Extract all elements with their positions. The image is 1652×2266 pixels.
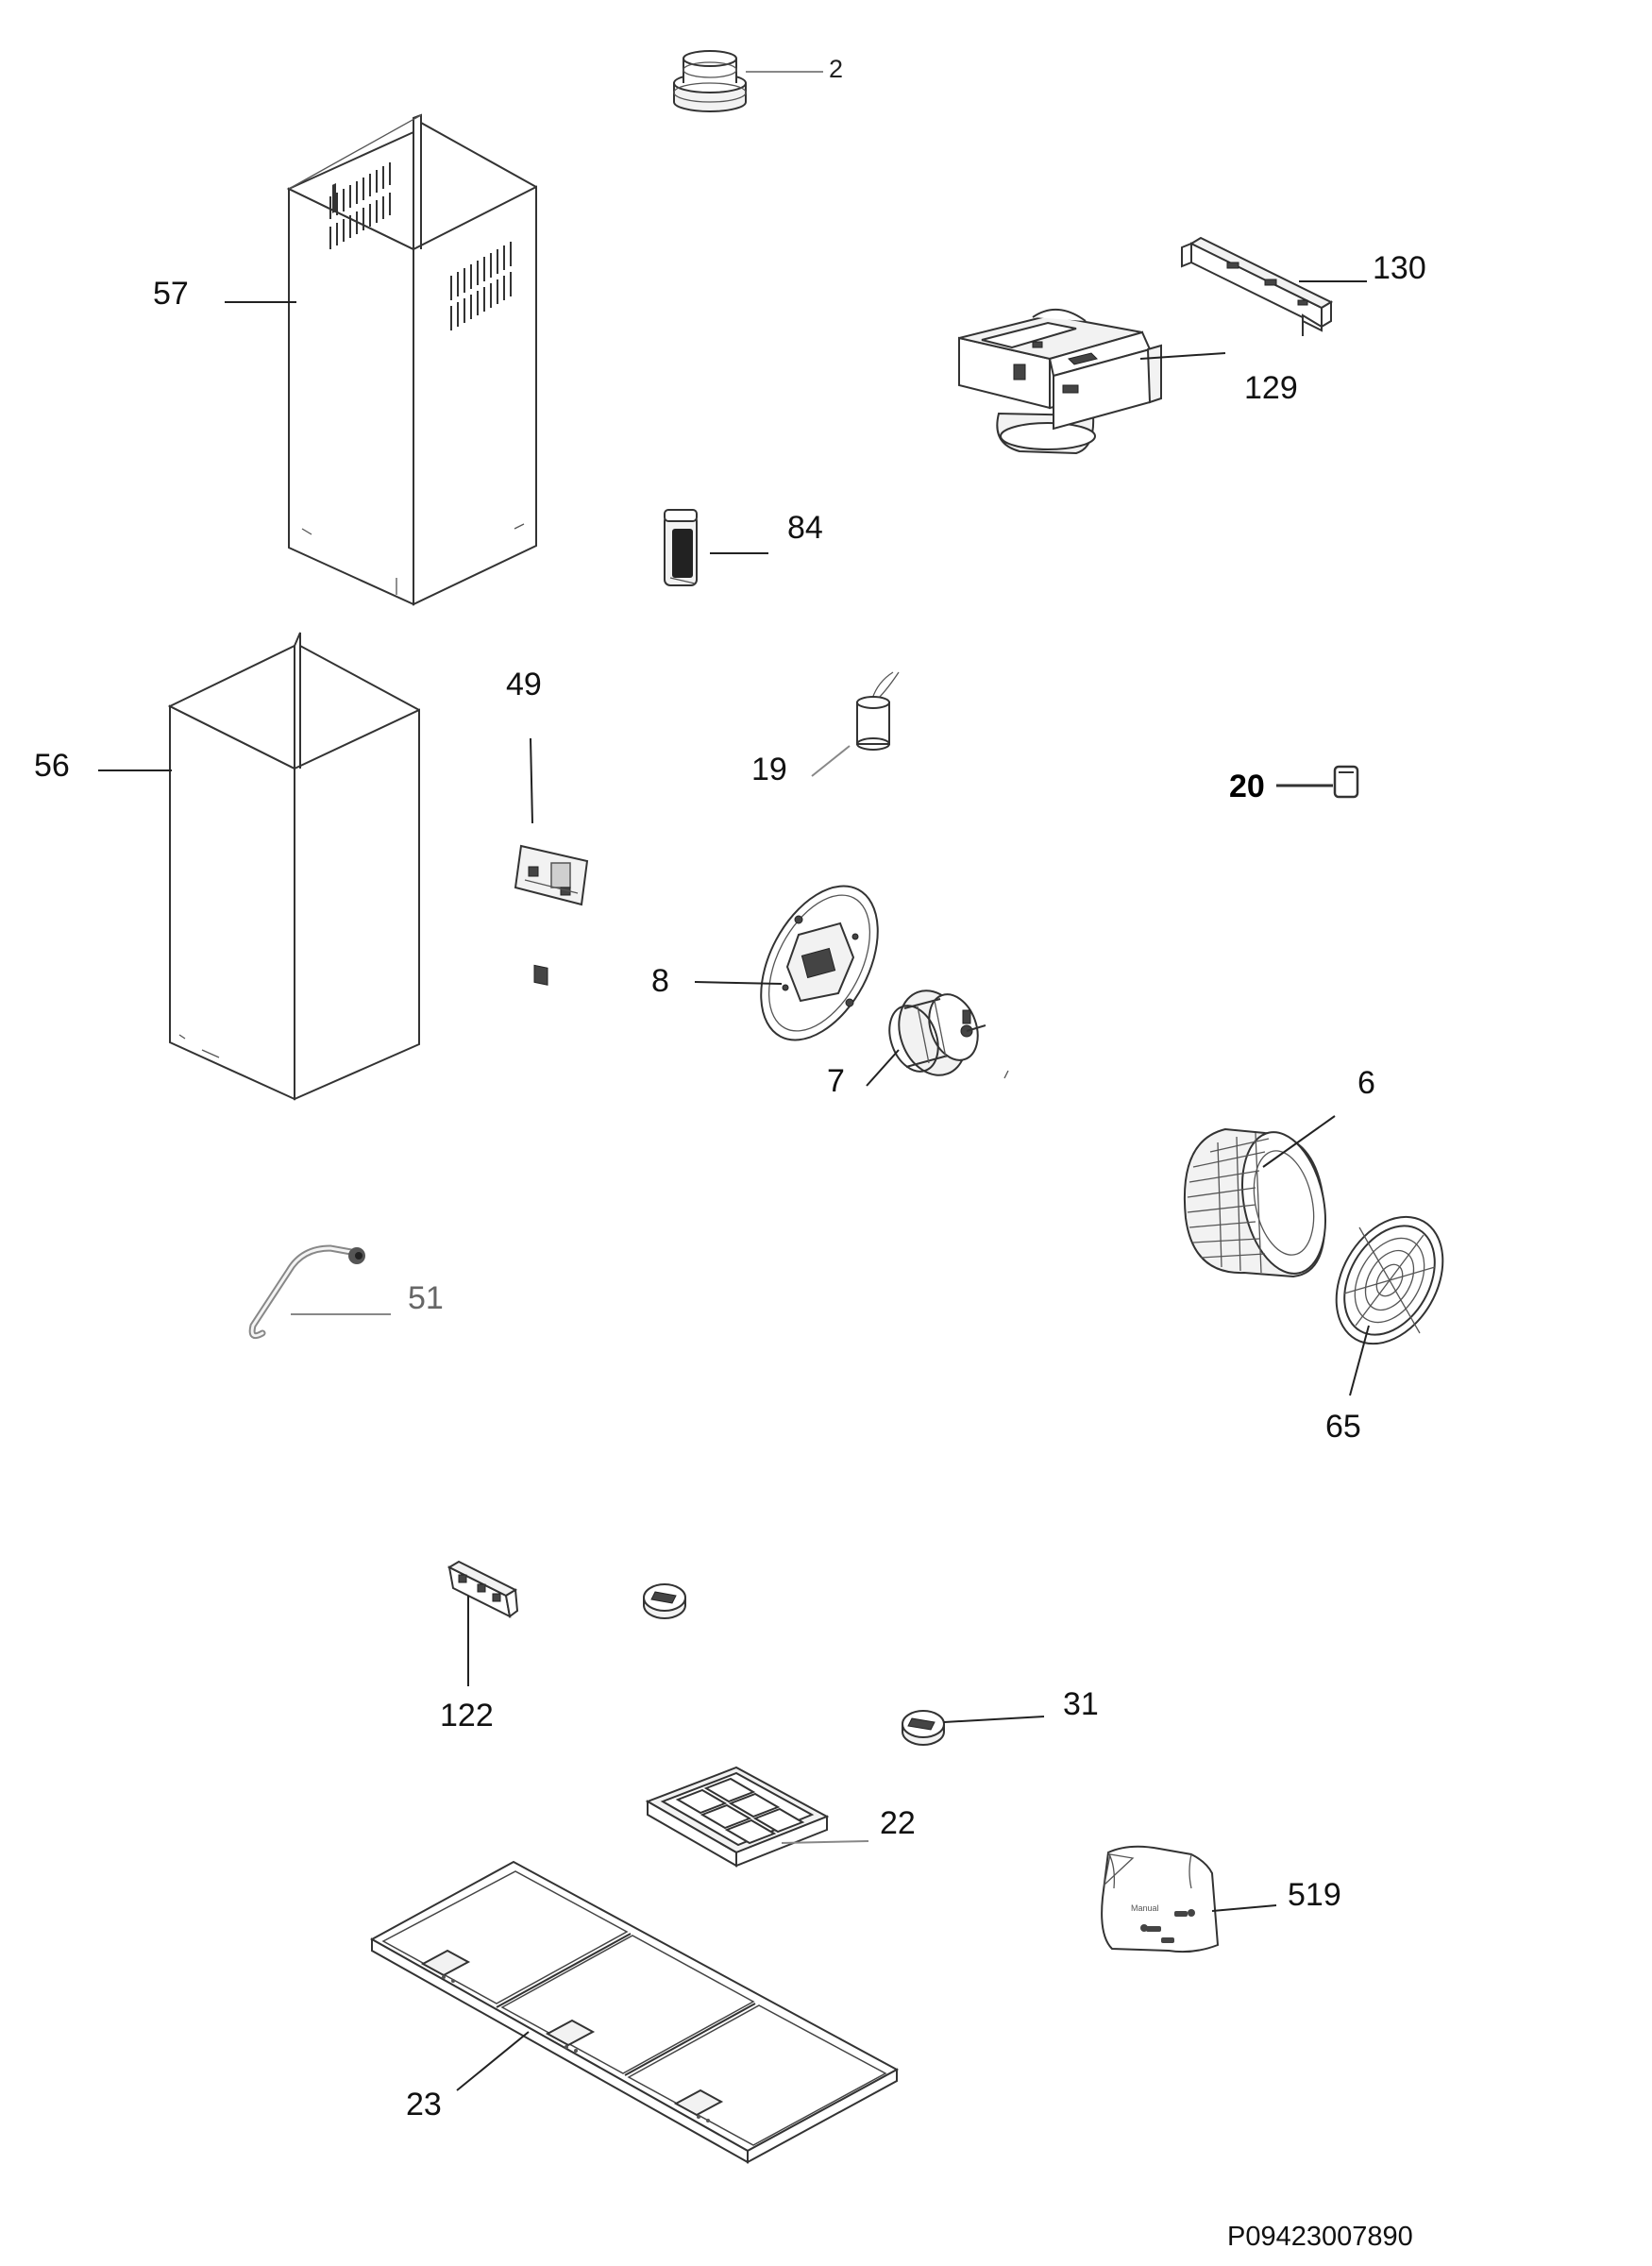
callout-label: 122 [440, 1698, 494, 1733]
callout-label: 22 [880, 1805, 916, 1841]
part-519-bag: Manual [1101, 1845, 1277, 1953]
svg-text:Manual: Manual [1131, 1903, 1159, 1913]
callout-label: 130 [1373, 250, 1426, 286]
callout-label: 519 [1288, 1877, 1341, 1913]
part-65-grille [1335, 1215, 1444, 1396]
part-2-collar [673, 50, 823, 112]
callout-label: 6 [1357, 1065, 1375, 1101]
part-56-lower-chimney [98, 632, 420, 1101]
part-23-grease-filters [369, 1860, 900, 2164]
knob-part [643, 1583, 686, 1619]
part-129-air-deflector [958, 308, 1226, 455]
callout-label: 2 [829, 55, 843, 83]
part-51-cable [248, 1244, 391, 1340]
part-122-bar [447, 1560, 519, 1686]
callout-label: 51 [408, 1280, 444, 1316]
part-22-carbon-filter [645, 1766, 869, 1868]
part-31-knob [902, 1710, 1045, 1746]
part-19-capacitor [811, 671, 900, 777]
callout-label: 49 [506, 667, 542, 702]
callout-label: 7 [827, 1063, 845, 1099]
callout-label: 20 [1229, 769, 1265, 804]
part-20-small-part [1276, 765, 1359, 799]
callout-label: 129 [1244, 370, 1298, 406]
callout-label: 8 [651, 963, 669, 999]
callout-label: 84 [787, 510, 823, 546]
callout-label: 57 [153, 276, 189, 312]
part-49-control-board [514, 737, 589, 986]
part-57-upper-chimney [225, 113, 537, 606]
callout-label: 19 [751, 752, 787, 787]
drawing-code: P09423007890 [1227, 2222, 1413, 2252]
part-130-bracket [1181, 236, 1367, 336]
part-8-motor-plate [694, 885, 879, 1041]
part-84-switch [664, 509, 768, 586]
part-7-motor [866, 989, 1009, 1087]
callout-label: 56 [34, 748, 70, 784]
callout-label: 23 [406, 2087, 442, 2122]
callout-label: 31 [1063, 1686, 1099, 1722]
part-6-blower-wheel [1183, 1115, 1336, 1278]
callout-label: 65 [1325, 1409, 1361, 1445]
